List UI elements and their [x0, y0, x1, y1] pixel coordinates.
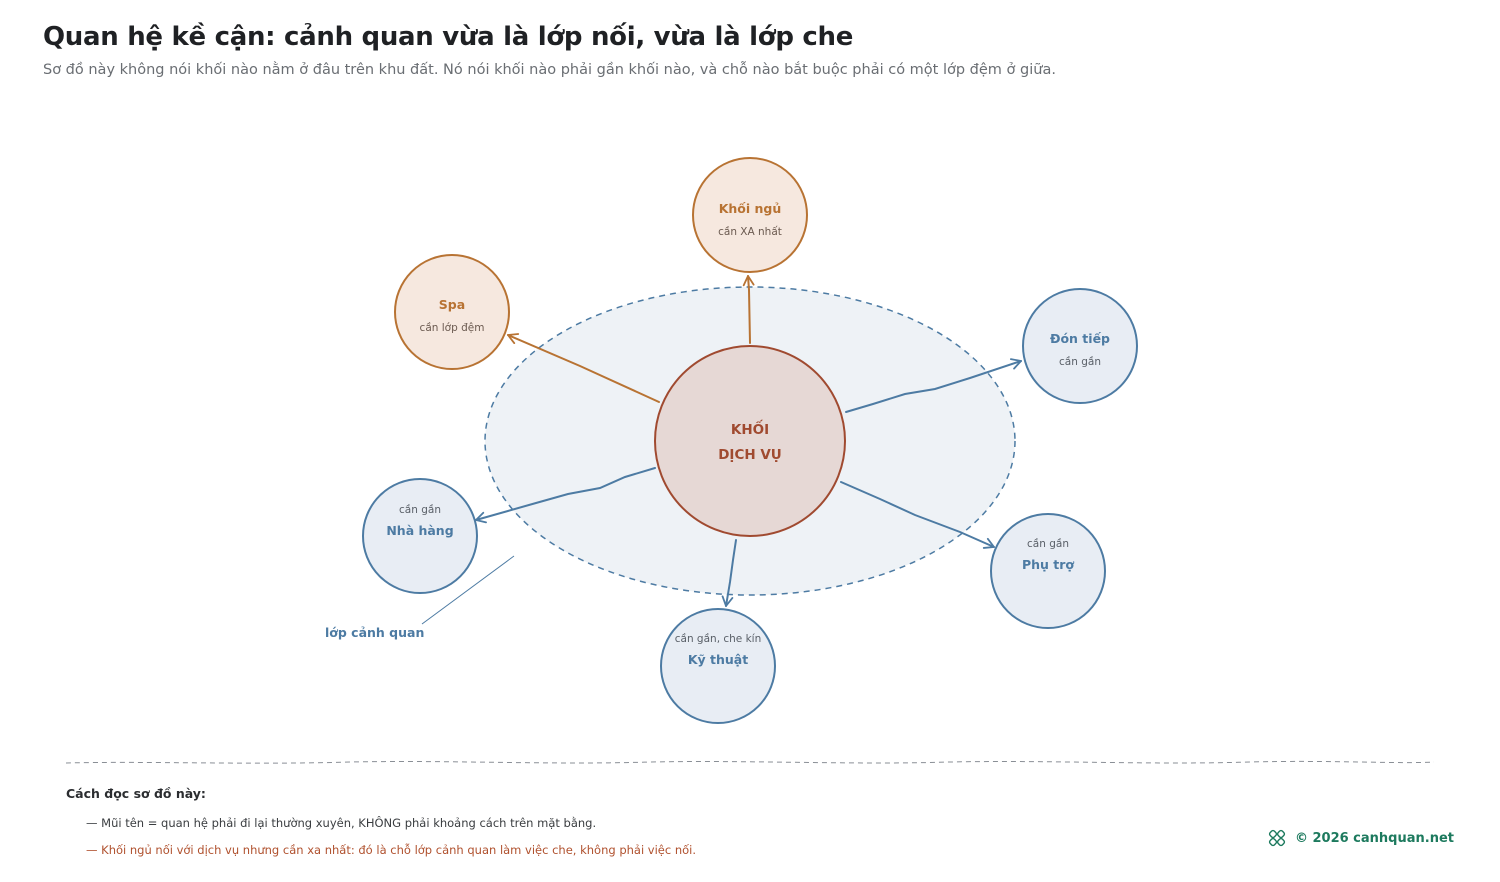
node-khoi-ngu: Khối ngủ cần XA nhất [692, 157, 808, 273]
node-ky-thuat-name: Kỹ thuật [688, 652, 748, 667]
node-phu-tro-name: Phụ trợ [1022, 557, 1074, 572]
node-khoi-ngu-name: Khối ngủ [719, 201, 782, 216]
credit-text[interactable]: © 2026 canhquan.net [1294, 830, 1454, 846]
arrow-to-spa [507, 333, 660, 403]
section-divider [65, 760, 1435, 764]
arrow-to-don-tiep [845, 358, 1022, 413]
legend-line-sleeping: — Khối ngủ nối với dịch vụ nhưng cần xa … [86, 843, 697, 857]
arrow-to-khoi-ngu [742, 275, 755, 344]
page-subtitle: Sơ đồ này không nói khối nào nằm ở đâu t… [43, 62, 1056, 78]
node-phu-tro-note: cần gần [1027, 538, 1069, 550]
center-label-line1: KHỐI [731, 418, 769, 438]
node-nha-hang-note: cần gần [399, 504, 441, 516]
legend: Cách đọc sơ đồ này: — Mũi tên = quan hệ … [66, 786, 696, 857]
landscape-label: lớp cảnh quan [325, 625, 424, 640]
node-don-tiep: Đón tiếp cần gần [1022, 288, 1138, 404]
footer-credit: © 2026 canhquan.net [1267, 828, 1454, 848]
node-ky-thuat-note: cần gần, che kín [675, 633, 762, 645]
node-spa-name: Spa [439, 297, 465, 312]
page-title: Quan hệ kề cận: cảnh quan vừa là lớp nối… [43, 22, 854, 52]
node-khoi-ngu-note: cần XA nhất [718, 226, 782, 238]
center-label-line2: DỊCH VỤ [718, 447, 782, 463]
knot-logo-icon [1268, 829, 1286, 847]
node-ky-thuat: cần gần, che kín Kỹ thuật [660, 608, 776, 724]
legend-line-arrows: — Mũi tên = quan hệ phải đi lại thường x… [86, 816, 597, 830]
node-nha-hang-name: Nhà hàng [386, 523, 453, 538]
node-nha-hang: cần gần Nhà hàng [362, 478, 478, 594]
node-spa-note: cần lớp đệm [420, 322, 485, 334]
node-phu-tro: cần gần Phụ trợ [990, 513, 1106, 629]
node-spa: Spa cần lớp đệm [394, 254, 510, 370]
legend-heading: Cách đọc sơ đồ này: [66, 786, 206, 801]
node-don-tiep-name: Đón tiếp [1050, 331, 1110, 346]
landscape-leader-line [421, 555, 515, 625]
arrow-to-phu-tro [840, 481, 995, 549]
center-node-khoi-dich-vu: KHỐI DỊCH VỤ [654, 345, 846, 537]
node-don-tiep-note: cần gần [1059, 356, 1101, 368]
arrow-to-ky-thuat [721, 539, 737, 607]
arrow-to-nha-hang [475, 467, 656, 524]
